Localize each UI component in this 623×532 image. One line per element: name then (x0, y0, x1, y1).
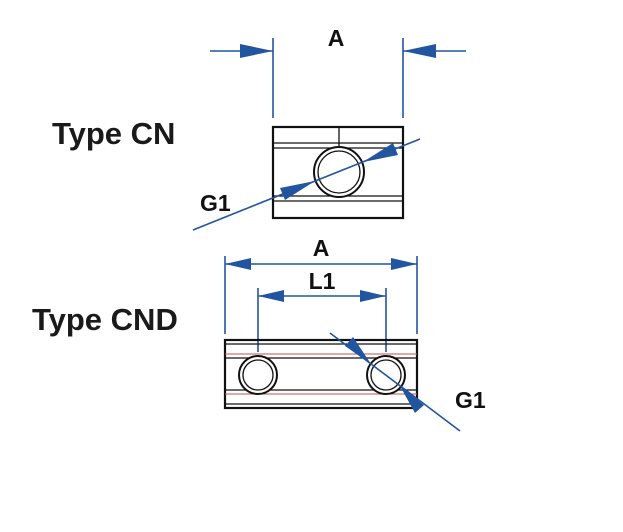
cnd-g1-arrow-upper (345, 337, 371, 364)
type-cnd-group: Type CND A L1 (32, 235, 486, 432)
cnd-g1-arrow-lower (400, 386, 424, 413)
cnd-dimension-l1: L1 (257, 268, 387, 352)
cn-hole-inner (317, 150, 361, 194)
cnd-dimension-g1: G1 (329, 332, 486, 432)
cn-a-arrow-right (403, 44, 436, 58)
cnd-a-label: A (313, 235, 330, 261)
cnd-l1-label: L1 (309, 268, 336, 294)
cn-a-label: A (328, 25, 345, 51)
cnd-hole-right-inner (370, 359, 402, 391)
cnd-l1-arrow-right (360, 290, 386, 302)
cnd-a-arrow-left (225, 258, 251, 270)
cnd-hole-left-inner (242, 359, 274, 391)
cn-dimension-a: A (210, 25, 466, 118)
cnd-block-outline (223, 338, 419, 410)
cnd-dimension-a: A (224, 235, 418, 334)
cnd-g1-label: G1 (455, 387, 486, 413)
cn-g1-arrow-lower (280, 181, 315, 200)
cnd-a-arrow-right (391, 258, 417, 270)
cn-block (271, 125, 405, 220)
cn-dimension-g1: G1 (192, 138, 421, 231)
cn-a-arrow-left (240, 44, 273, 58)
cnd-l1-arrow-left (258, 290, 284, 302)
cn-g1-label: G1 (200, 190, 231, 216)
type-cnd-title: Type CND (32, 302, 178, 337)
cn-block-outline (271, 125, 405, 220)
cnd-block (223, 338, 419, 410)
cnd-hole-left-outer (238, 355, 278, 395)
cn-g1-arrow-upper (363, 143, 398, 162)
type-cn-group: Type CN A G1 (52, 25, 466, 231)
type-cn-title: Type CN (52, 116, 175, 151)
